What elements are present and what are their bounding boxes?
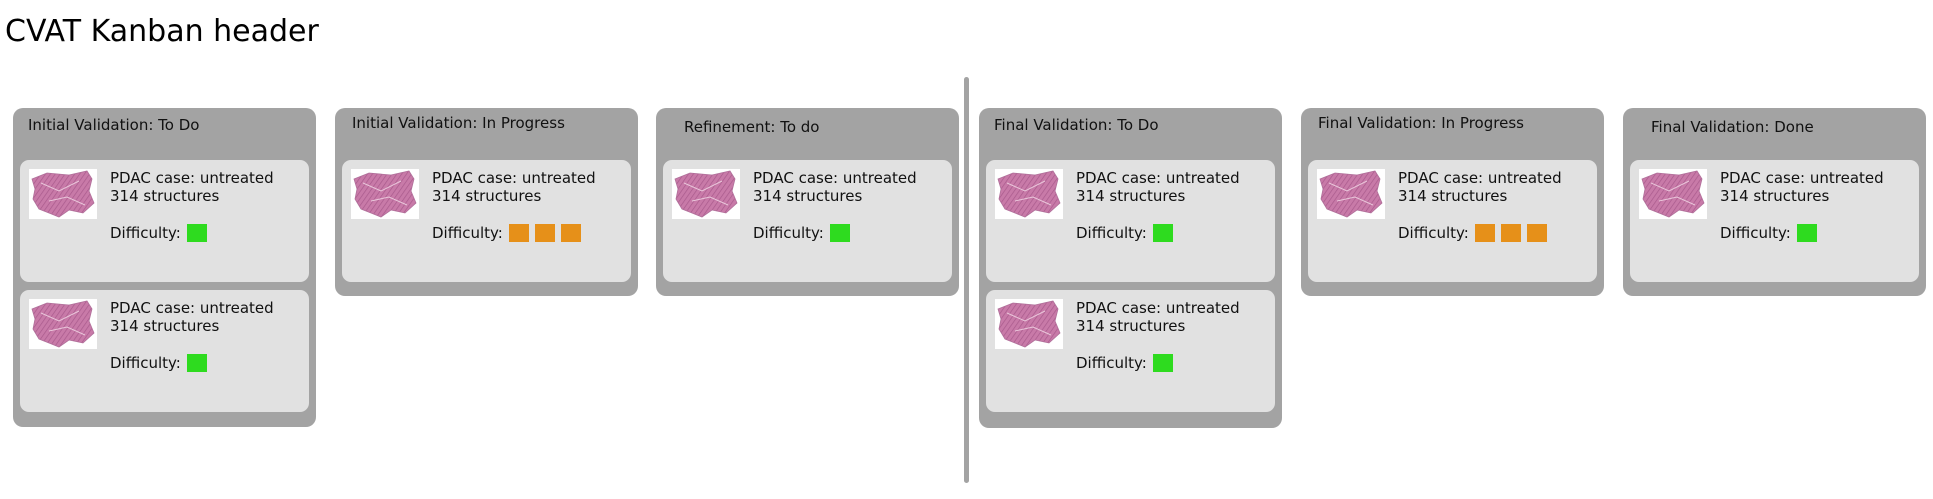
difficulty-label: Difficulty: xyxy=(1720,224,1791,242)
column-title: Final Validation: To Do xyxy=(994,116,1159,134)
card-structure-count: 314 structures xyxy=(753,187,863,205)
card-title: PDAC case: untreated xyxy=(1076,299,1240,317)
difficulty-indicator: Difficulty: xyxy=(110,223,213,243)
difficulty-square xyxy=(186,354,207,372)
tissue-slide-thumbnail xyxy=(1639,169,1707,219)
column-title: Initial Validation: In Progress xyxy=(352,114,565,132)
difficulty-label: Difficulty: xyxy=(1076,354,1147,372)
difficulty-square xyxy=(508,224,529,242)
column-title: Final Validation: Done xyxy=(1651,118,1814,136)
difficulty-label: Difficulty: xyxy=(753,224,824,242)
difficulty-square xyxy=(829,224,850,242)
difficulty-square xyxy=(1152,224,1173,242)
difficulty-indicator: Difficulty: xyxy=(110,353,213,373)
tissue-slide-thumbnail xyxy=(29,169,97,219)
column-title: Refinement: To do xyxy=(684,118,820,136)
difficulty-square xyxy=(1526,224,1547,242)
card-structure-count: 314 structures xyxy=(1076,187,1186,205)
tissue-slide-thumbnail xyxy=(1317,169,1385,219)
difficulty-square xyxy=(1500,224,1521,242)
card-structure-count: 314 structures xyxy=(1720,187,1830,205)
column-title: Initial Validation: To Do xyxy=(28,116,200,134)
kanban-column: Final Validation: In Progress PDAC case:… xyxy=(1301,108,1604,296)
card-structure-count: 314 structures xyxy=(432,187,542,205)
card-title: PDAC case: untreated xyxy=(753,169,917,187)
card-title: PDAC case: untreated xyxy=(1398,169,1562,187)
kanban-column: Final Validation: Done PDAC case: untrea… xyxy=(1623,108,1926,296)
difficulty-label: Difficulty: xyxy=(432,224,503,242)
difficulty-square xyxy=(186,224,207,242)
tissue-slide-thumbnail xyxy=(351,169,419,219)
kanban-column: Initial Validation: To Do PDAC case: unt… xyxy=(13,108,316,427)
kanban-column: Initial Validation: In Progress PDAC cas… xyxy=(335,108,638,296)
difficulty-square xyxy=(1152,354,1173,372)
tissue-slide-thumbnail xyxy=(995,169,1063,219)
card-title: PDAC case: untreated xyxy=(1720,169,1884,187)
card-title: PDAC case: untreated xyxy=(1076,169,1240,187)
tissue-slide-thumbnail xyxy=(29,299,97,349)
difficulty-indicator: Difficulty: xyxy=(1720,223,1823,243)
tissue-slide-thumbnail xyxy=(995,299,1063,349)
card-title: PDAC case: untreated xyxy=(432,169,596,187)
difficulty-label: Difficulty: xyxy=(110,224,181,242)
column-title: Final Validation: In Progress xyxy=(1318,114,1524,132)
difficulty-indicator: Difficulty: xyxy=(1076,353,1179,373)
difficulty-square xyxy=(560,224,581,242)
difficulty-indicator: Difficulty: xyxy=(432,223,587,243)
difficulty-square xyxy=(1796,224,1817,242)
card-title: PDAC case: untreated xyxy=(110,169,274,187)
difficulty-indicator: Difficulty: xyxy=(1398,223,1553,243)
difficulty-label: Difficulty: xyxy=(1076,224,1147,242)
tissue-slide-thumbnail xyxy=(672,169,740,219)
difficulty-indicator: Difficulty: xyxy=(1076,223,1179,243)
card-structure-count: 314 structures xyxy=(110,187,220,205)
difficulty-label: Difficulty: xyxy=(1398,224,1469,242)
difficulty-label: Difficulty: xyxy=(110,354,181,372)
page-title: CVAT Kanban header xyxy=(5,14,319,49)
card-structure-count: 314 structures xyxy=(110,317,220,335)
difficulty-square xyxy=(1474,224,1495,242)
kanban-column: Final Validation: To Do PDAC case: untre… xyxy=(979,108,1282,428)
card-title: PDAC case: untreated xyxy=(110,299,274,317)
phase-separator xyxy=(964,77,969,483)
difficulty-square xyxy=(534,224,555,242)
difficulty-indicator: Difficulty: xyxy=(753,223,856,243)
card-structure-count: 314 structures xyxy=(1398,187,1508,205)
card-structure-count: 314 structures xyxy=(1076,317,1186,335)
